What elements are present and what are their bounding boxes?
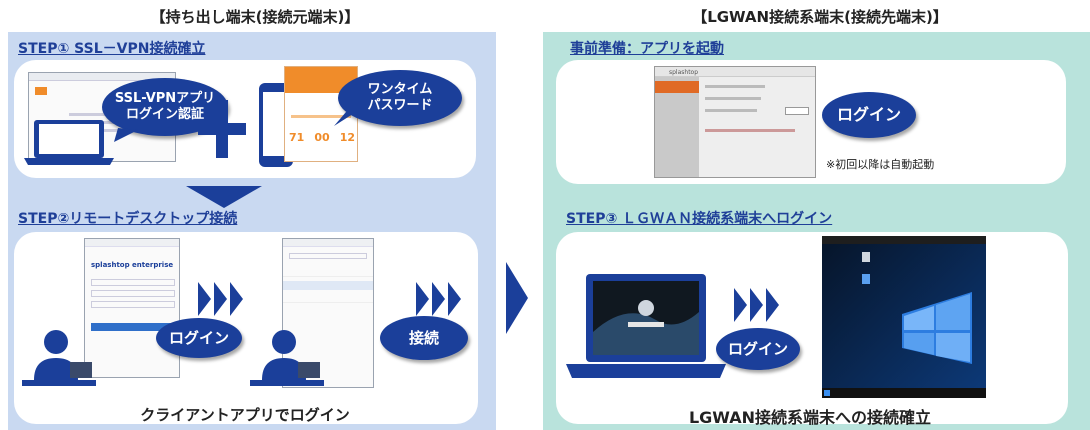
step2-title: STEP②リモートデスクトップ接続 [18, 211, 238, 227]
chevrons-icon [416, 282, 462, 316]
down-arrow-icon [186, 186, 262, 208]
otp-digit: 71 [289, 131, 305, 144]
step3-login-bubble: ログイン [716, 328, 800, 370]
step2-caption: クライアントアプリでログイン [140, 406, 350, 424]
laptop-icon [566, 272, 726, 382]
otp-digit: 00 [314, 131, 330, 144]
left-column-title: 【持ち出し端末(接続元端末)】 [150, 8, 360, 26]
splashtop-logo: splashtop enterprise [91, 261, 174, 269]
remote-desktop-screen [822, 236, 986, 398]
step1-title: STEP① SSL－VPN接続確立 [18, 41, 206, 57]
auto-start-note: ※初回以降は自動起動 [826, 158, 935, 171]
plus-icon [198, 100, 246, 158]
prep-title: 事前準備：アプリを起動 [570, 41, 724, 57]
step2-login-bubble: ログイン [156, 318, 242, 358]
connect-bubble: 接続 [380, 316, 468, 360]
splashtop-login-window: splashtop enterprise [84, 238, 180, 378]
step3-title: STEP③ ＬＧＷＡＮ接続系端末へログイン [566, 211, 833, 227]
otp-digit: 12 [339, 131, 355, 144]
streamer-logo: splashtop [669, 69, 699, 76]
user-desk-icon [22, 328, 96, 390]
chevrons-icon [734, 288, 780, 322]
laptop-icon [24, 118, 114, 166]
otp-screen: 71 00 12 [284, 66, 358, 162]
prep-login-bubble: ログイン [822, 92, 916, 138]
user-desk-icon [250, 328, 324, 390]
chevrons-icon [198, 282, 244, 316]
vpn-bubble-tail [114, 128, 138, 142]
step3-caption: LGWAN接続系端末への接続確立 [688, 408, 932, 427]
right-column-title: 【LGWAN接続系端末(接続先端末)】 [692, 8, 948, 26]
right-arrow-icon [506, 262, 528, 334]
otp-bubble: ワンタイムパスワード [338, 70, 462, 126]
otp-bubble-tail [334, 112, 356, 126]
streamer-window: splashtop [654, 66, 816, 178]
